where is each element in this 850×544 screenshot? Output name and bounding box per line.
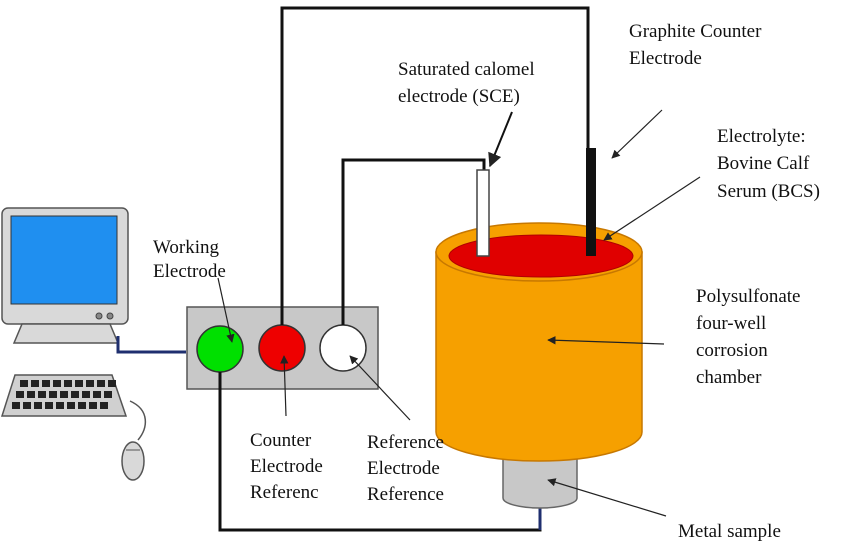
keyboard-key xyxy=(64,380,72,387)
electrolyte-arrow xyxy=(603,176,701,241)
working-electrode-label-1: Working xyxy=(153,237,220,258)
electrolyte-label-3: Serum (BCS) xyxy=(717,181,820,202)
counter-electrode-label-3: Referenc xyxy=(250,482,319,503)
chamber-label-1: Polysulfonate xyxy=(696,286,801,307)
electrolyte-label-2: Bovine Calf xyxy=(717,153,810,174)
keyboard-key xyxy=(12,402,20,409)
corrosion-chamber xyxy=(435,251,643,462)
keyboard-key xyxy=(49,391,57,398)
keyboard-key xyxy=(60,391,68,398)
keyboard-key xyxy=(75,380,83,387)
counter-electrode-label-1: Counter xyxy=(250,430,312,451)
keyboard-key xyxy=(38,391,46,398)
keyboard-key xyxy=(20,380,28,387)
keyboard-keys xyxy=(12,380,116,409)
reference-arrow xyxy=(349,355,411,421)
keyboard-key xyxy=(108,380,116,387)
graphite-label-1: Graphite Counter xyxy=(629,21,762,42)
keyboard-key xyxy=(100,402,108,409)
sce-label-1: Saturated calomel xyxy=(398,59,535,80)
keyboard-key xyxy=(82,391,90,398)
reference-electrode-terminal xyxy=(319,324,367,372)
metal-sample-label: Metal sample xyxy=(678,521,781,542)
chamber-arrow xyxy=(547,336,665,345)
graphite-arrow xyxy=(611,109,663,159)
reference-electrode-label-3: Reference xyxy=(367,484,444,505)
reference-electrode-label-1: Reference xyxy=(367,432,444,453)
keyboard-key xyxy=(42,380,50,387)
monitor-button xyxy=(95,312,103,320)
keyboard-key xyxy=(89,402,97,409)
sce-label-2: electrode (SCE) xyxy=(398,86,520,107)
keyboard-key xyxy=(56,402,64,409)
keyboard-key xyxy=(16,391,24,398)
reference-electrode-label-2: Electrode xyxy=(367,458,440,479)
keyboard-key xyxy=(34,402,42,409)
keyboard-key xyxy=(23,402,31,409)
monitor-button xyxy=(106,312,114,320)
chamber-label-4: chamber xyxy=(696,367,762,388)
keyboard-key xyxy=(67,402,75,409)
metal-sample xyxy=(502,449,578,509)
chamber-label-3: corrosion xyxy=(696,340,768,361)
graphite-electrode xyxy=(586,148,596,256)
keyboard-key xyxy=(97,380,105,387)
reference-wire xyxy=(341,158,486,325)
keyboard-key xyxy=(53,380,61,387)
keyboard-key xyxy=(86,380,94,387)
keyboard-key xyxy=(27,391,35,398)
working-arrow xyxy=(217,277,235,343)
working-electrode-terminal xyxy=(196,325,244,373)
graphite-label-2: Electrode xyxy=(629,48,702,69)
computer-cable xyxy=(116,336,186,354)
electrolyte-label-1: Electrolyte: xyxy=(717,126,806,147)
computer xyxy=(0,207,146,481)
working-electrode-label-2: Electrode xyxy=(153,261,226,282)
metal-sample-arrow xyxy=(547,478,667,517)
keyboard-key xyxy=(45,402,53,409)
keyboard-key xyxy=(93,391,101,398)
sce-arrow xyxy=(488,111,513,168)
mouse-cable xyxy=(129,400,146,441)
counter-arrow xyxy=(280,355,289,417)
mouse xyxy=(121,441,145,481)
keyboard-key xyxy=(104,391,112,398)
keyboard-key xyxy=(31,380,39,387)
sce-electrode xyxy=(476,169,490,257)
monitor-stand xyxy=(12,323,120,344)
monitor-screen xyxy=(10,215,118,305)
chamber-label-2: four-well xyxy=(696,313,766,334)
counter-electrode-terminal xyxy=(258,324,306,372)
keyboard-key xyxy=(71,391,79,398)
counter-electrode-label-2: Electrode xyxy=(250,456,323,477)
keyboard-key xyxy=(78,402,86,409)
counter-wire xyxy=(280,6,590,325)
